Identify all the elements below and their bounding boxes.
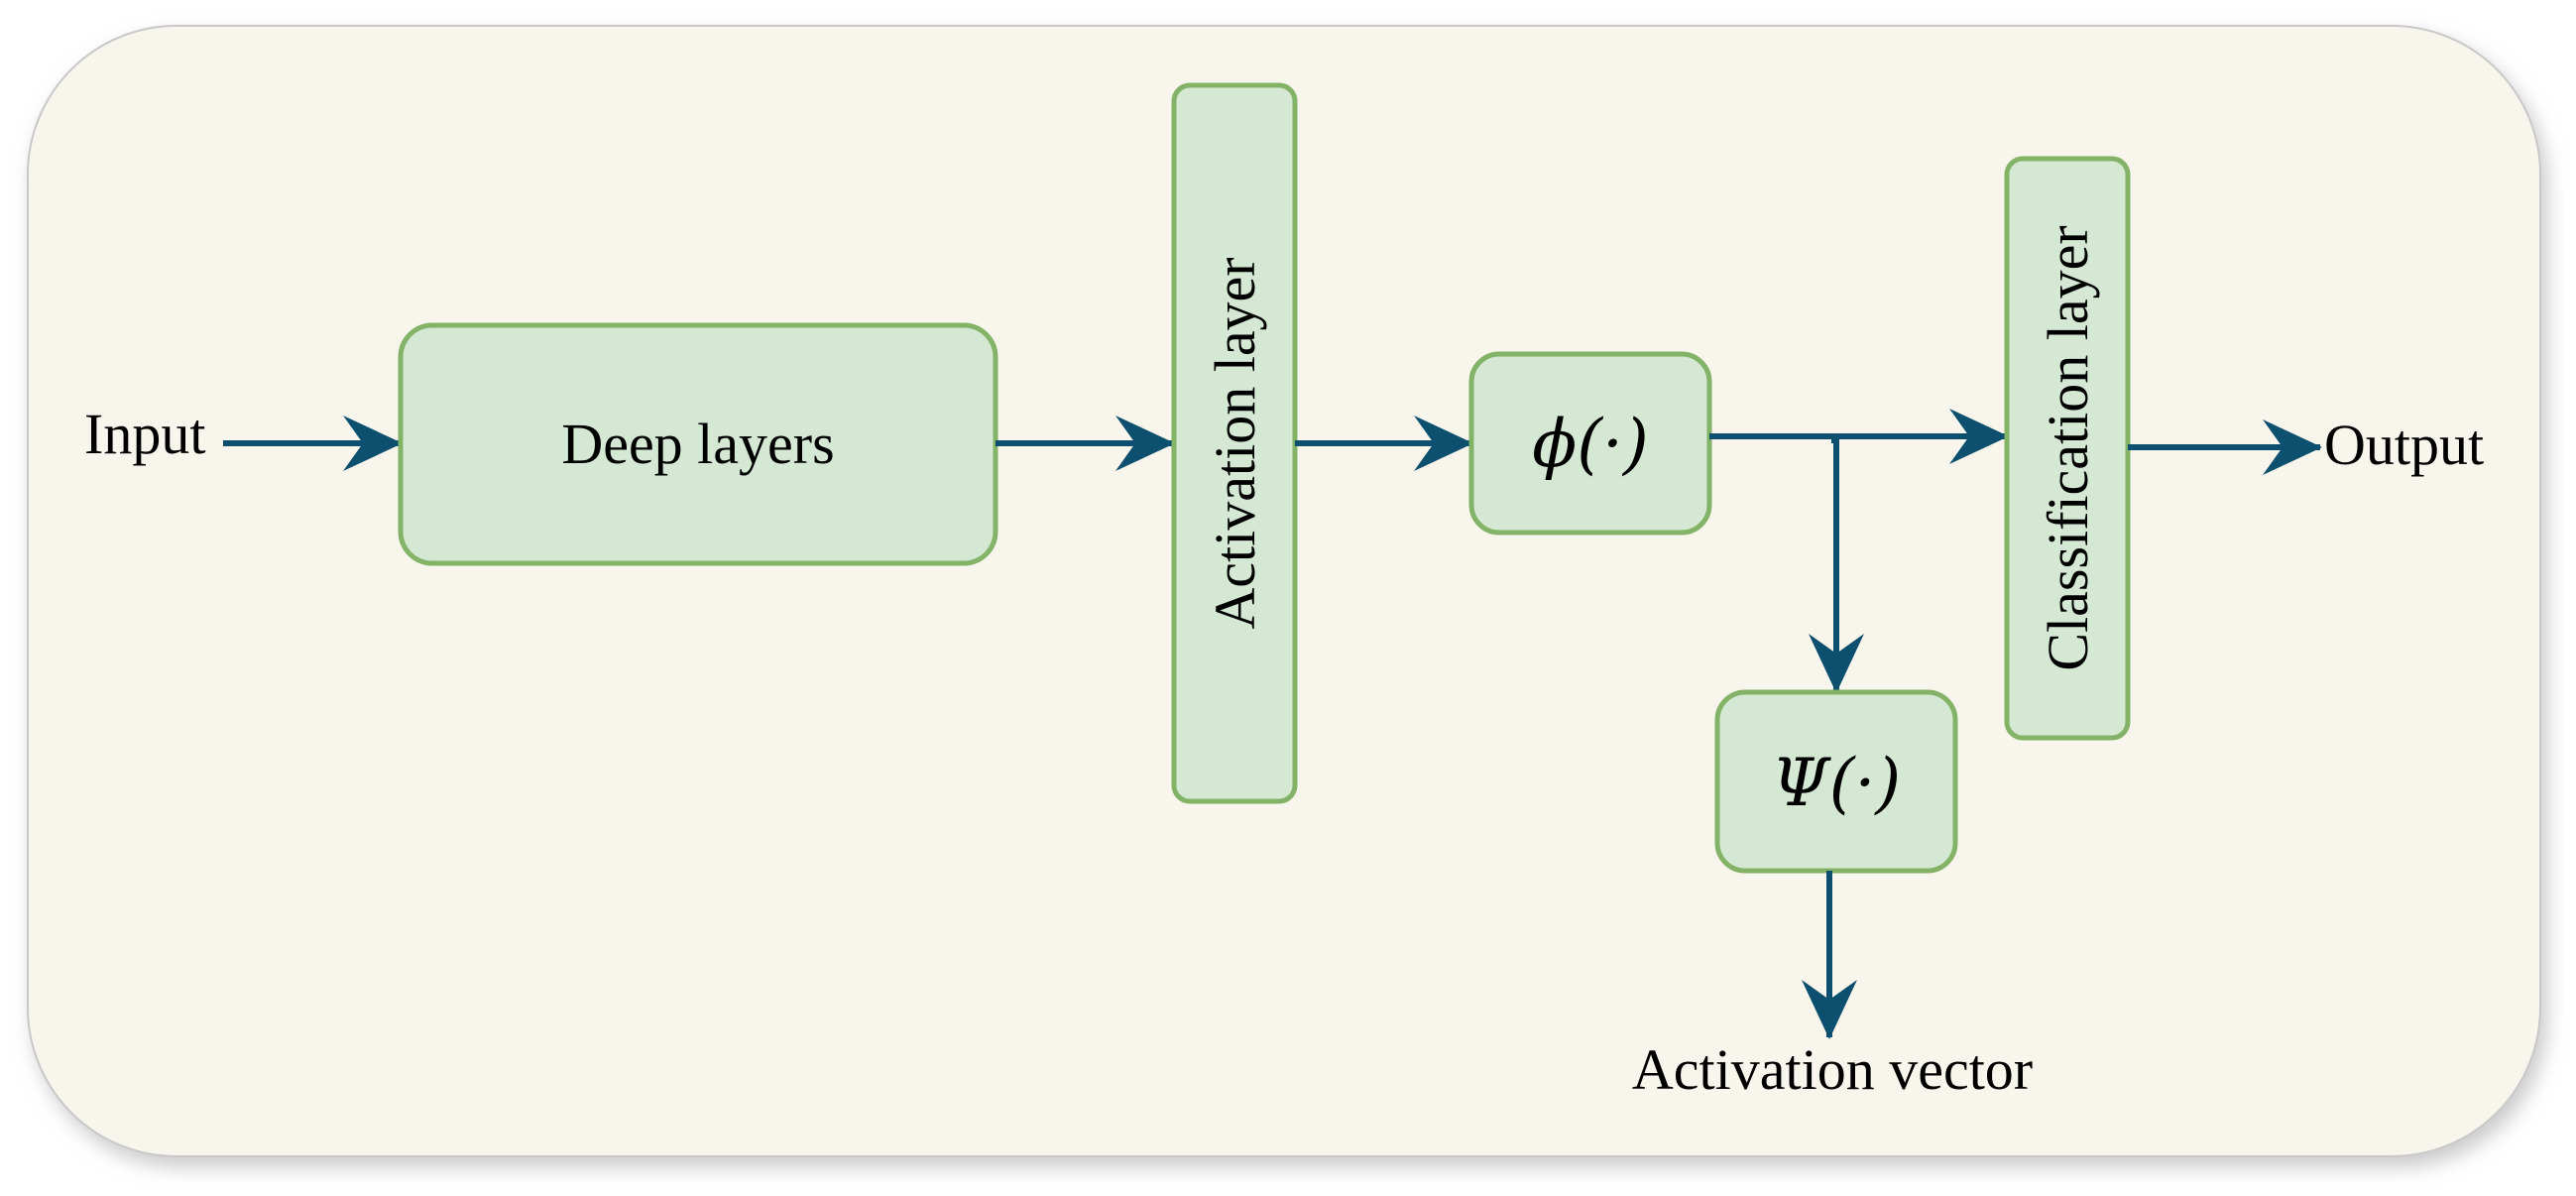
deep-layers-label: Deep layers — [561, 412, 834, 476]
psi-label: Ψ(·) — [1772, 745, 1901, 821]
output-label: Output — [2324, 413, 2484, 477]
psi-node: Ψ(·) — [1714, 689, 1958, 874]
activation-vector-label: Activation vector — [1632, 1037, 2033, 1102]
activation-layer-node: Activation layer — [1171, 82, 1298, 804]
classification-layer-node: Classification layer — [2004, 156, 2131, 741]
classification-layer-label: Classification layer — [2036, 225, 2100, 670]
activation-layer-label: Activation layer — [1203, 257, 1267, 629]
arrow-phi-to-psi — [1809, 436, 1864, 693]
deep-layers-node: Deep layers — [398, 322, 998, 566]
input-label: Input — [84, 402, 205, 466]
phi-label: ϕ(·) — [1532, 406, 1648, 482]
phi-node: ϕ(·) — [1468, 351, 1712, 536]
